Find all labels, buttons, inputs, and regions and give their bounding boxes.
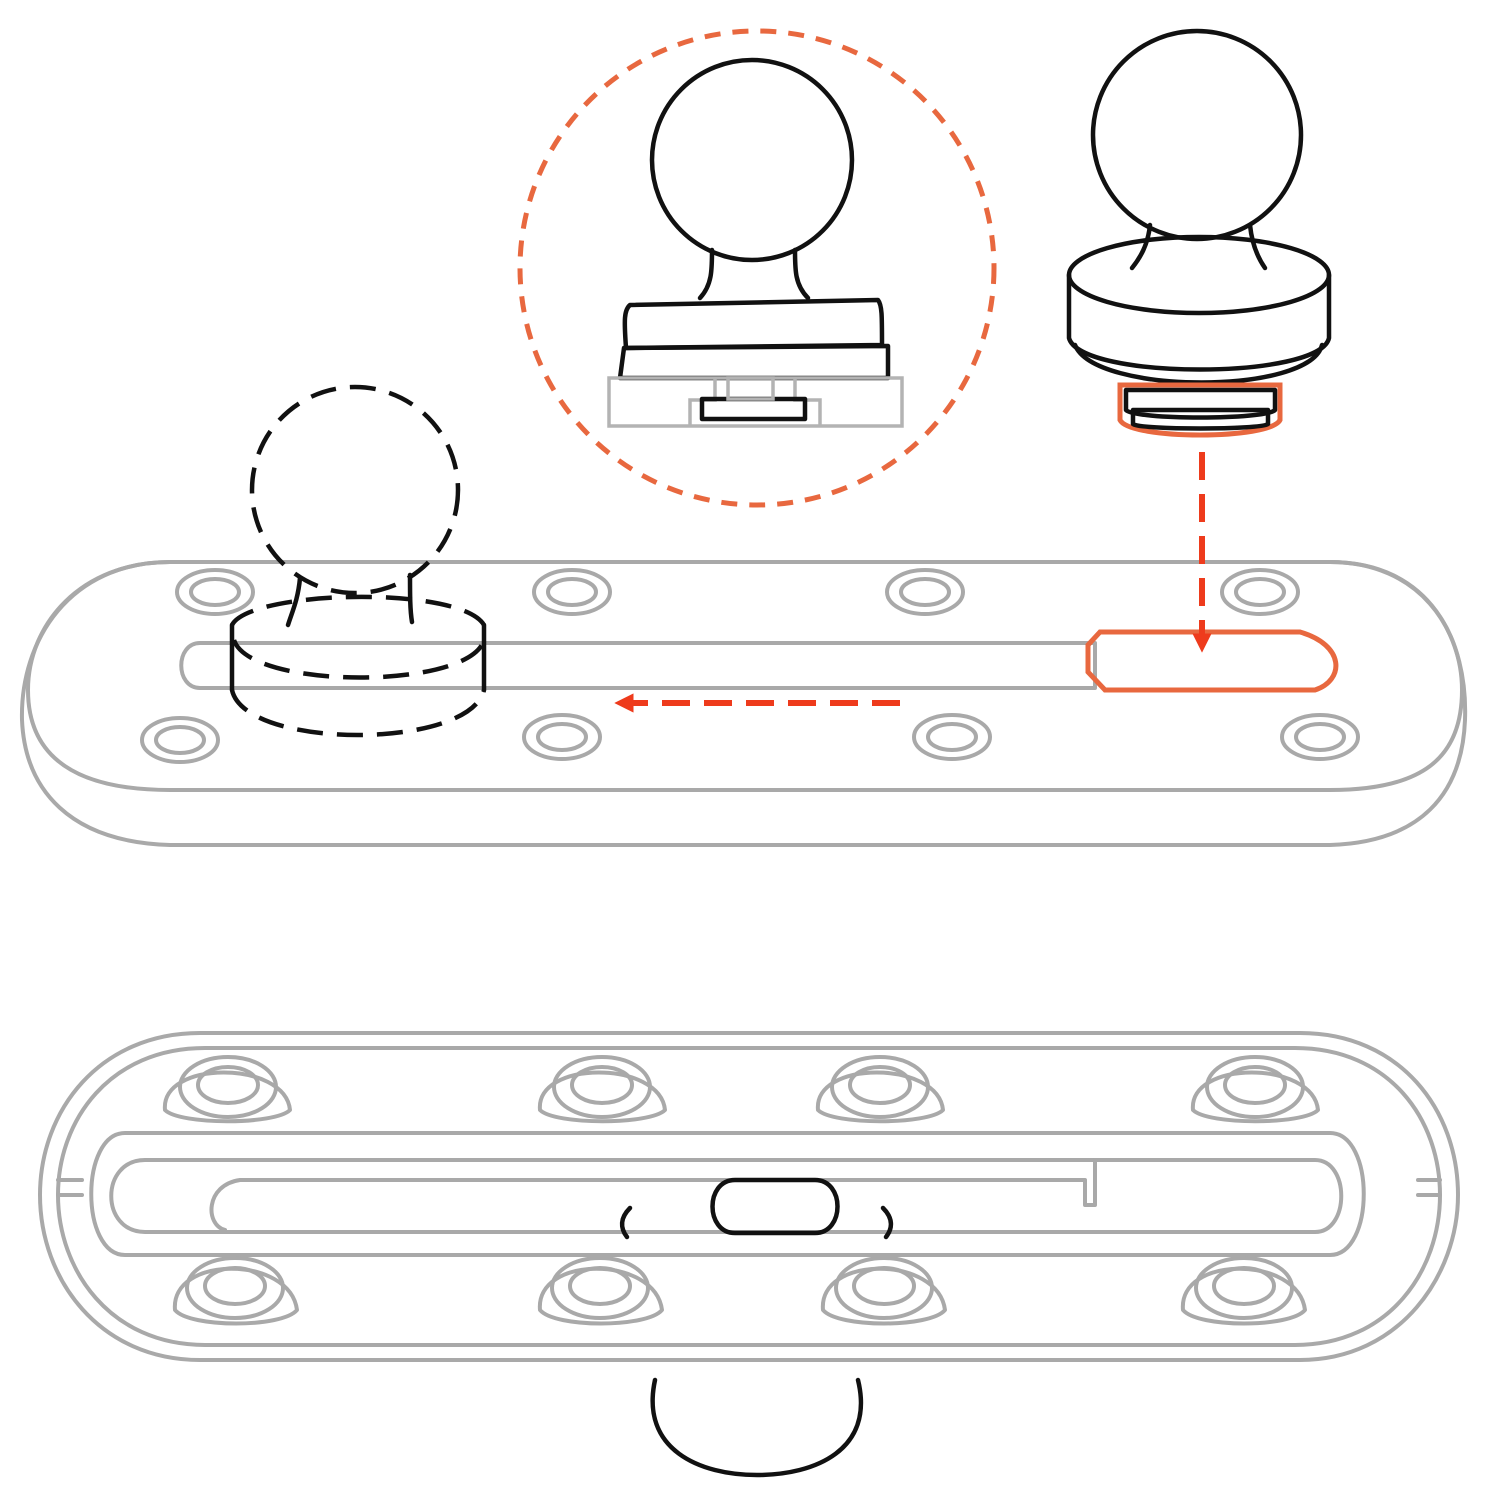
hole-top-1-inner bbox=[189, 577, 241, 607]
callout-t-nut bbox=[699, 396, 808, 422]
track-bottom-inner-rim bbox=[56, 1046, 1442, 1347]
mount-base-top bbox=[1066, 234, 1332, 316]
boss-bottom-3 bbox=[820, 1266, 947, 1326]
hole-b-top-2 bbox=[552, 1055, 652, 1119]
ghost-base-bottom bbox=[229, 689, 487, 738]
hole-b-top-4-inner bbox=[1223, 1065, 1287, 1105]
track-bottom-outer bbox=[38, 1031, 1460, 1362]
boss-top-3 bbox=[815, 1070, 945, 1124]
track-top-view bbox=[19, 560, 1468, 847]
bottom-t-nut bbox=[710, 1177, 840, 1236]
mount-base-sides bbox=[1066, 272, 1332, 372]
hole-bottom-2 bbox=[522, 713, 602, 761]
boss-bottom-2 bbox=[537, 1266, 664, 1326]
hole-b-bottom-3 bbox=[834, 1256, 934, 1320]
hole-b-top-2-inner bbox=[570, 1065, 634, 1105]
track-top-face bbox=[26, 560, 1464, 792]
hole-bottom-4-inner bbox=[1294, 722, 1346, 752]
track-bottom-channel-inner bbox=[109, 1158, 1344, 1234]
callout-dashed-circle bbox=[517, 28, 997, 508]
ghost-base-top bbox=[230, 594, 486, 627]
t-nut-highlight bbox=[1117, 382, 1283, 438]
hole-b-bottom-1-inner bbox=[203, 1266, 267, 1306]
boss-top-2 bbox=[537, 1070, 667, 1124]
hole-bottom-3-inner bbox=[926, 722, 978, 752]
bottom-t-nut-bracket-left bbox=[619, 1205, 633, 1240]
hole-top-2 bbox=[532, 568, 612, 616]
boss-top-4 bbox=[1190, 1070, 1320, 1124]
track-top-holes bbox=[140, 568, 1360, 764]
hole-b-bottom-4-inner bbox=[1212, 1266, 1276, 1306]
callout-base-lower bbox=[617, 343, 891, 381]
hole-top-4 bbox=[1220, 568, 1300, 616]
callout-neck bbox=[697, 247, 811, 301]
track-top-slot bbox=[179, 641, 1097, 690]
hole-top-3-inner bbox=[899, 577, 951, 607]
hole-b-bottom-2-inner bbox=[568, 1266, 632, 1306]
ball-mount-detail-callout bbox=[517, 28, 997, 508]
callout-base-top bbox=[622, 297, 885, 351]
hole-top-1 bbox=[175, 568, 255, 616]
boss-bottom-1 bbox=[172, 1266, 299, 1326]
slot-entry-highlight bbox=[1085, 629, 1339, 693]
bottom-t-nut-bracket-right bbox=[880, 1205, 894, 1240]
t-nut-lower bbox=[1130, 407, 1271, 431]
mount-neck bbox=[1129, 222, 1268, 271]
arrows bbox=[614, 452, 1212, 713]
boss-bottom-4 bbox=[1180, 1266, 1307, 1326]
hole-b-bottom-3-inner bbox=[852, 1266, 916, 1306]
hole-bottom-2-inner bbox=[536, 722, 588, 752]
hole-bottom-1-inner bbox=[154, 725, 206, 755]
hole-top-3 bbox=[885, 568, 965, 616]
ghost-base-mid bbox=[231, 639, 487, 680]
track-bottom-rail bbox=[209, 1158, 1097, 1232]
hole-bottom-3 bbox=[912, 713, 992, 761]
hole-b-top-4 bbox=[1205, 1055, 1305, 1119]
hole-bottom-4 bbox=[1280, 713, 1360, 761]
track-bottom-channel-outer bbox=[89, 1131, 1366, 1257]
callout-ball bbox=[649, 57, 855, 263]
hole-b-bottom-4 bbox=[1194, 1256, 1294, 1320]
hole-top-2-inner bbox=[546, 577, 598, 607]
hole-bottom-1 bbox=[140, 716, 220, 764]
ball-mount-with-t-nut bbox=[1066, 28, 1332, 438]
installed-ball-ghost bbox=[229, 384, 487, 738]
boss-top-1 bbox=[162, 1070, 292, 1124]
ghost-ball-sphere bbox=[249, 384, 461, 596]
hole-b-top-1 bbox=[178, 1055, 278, 1119]
hole-top-4-inner bbox=[1234, 577, 1286, 607]
hole-b-bottom-1 bbox=[185, 1256, 285, 1320]
bottom-ball-protrusion bbox=[650, 1377, 864, 1478]
mount-ball bbox=[1090, 28, 1304, 242]
t-nut-upper bbox=[1123, 387, 1278, 420]
hole-b-top-3-inner bbox=[848, 1065, 912, 1105]
hole-b-top-3 bbox=[830, 1055, 930, 1119]
hole-b-bottom-2 bbox=[550, 1256, 650, 1320]
callout-bolt bbox=[726, 376, 775, 401]
hole-b-top-1-inner bbox=[196, 1065, 260, 1105]
track-bottom-view bbox=[38, 1031, 1460, 1478]
track-bottom-holes bbox=[162, 1055, 1320, 1326]
ghost-ball-neck-left bbox=[285, 575, 303, 628]
